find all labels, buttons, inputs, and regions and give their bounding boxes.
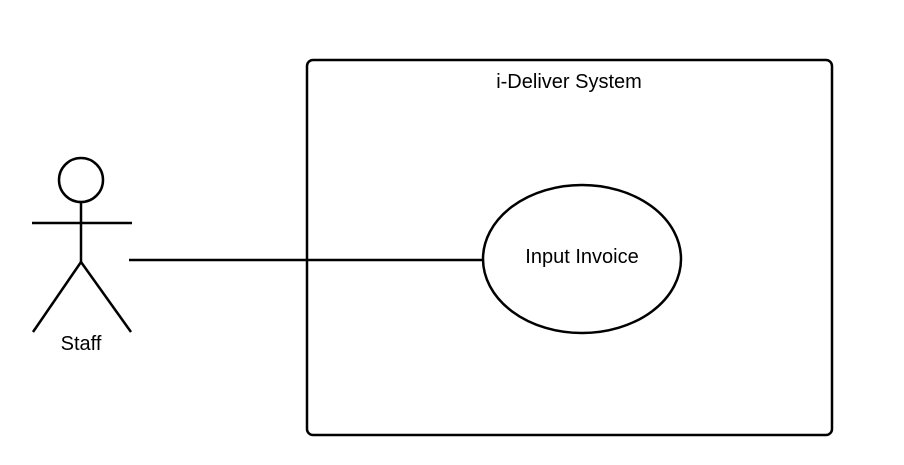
system-title: i-Deliver System (496, 71, 642, 93)
actor-staff (31, 156, 133, 333)
actor-left-leg (31, 261, 83, 333)
use-case-input-invoice (481, 183, 683, 335)
actor-head (57, 156, 105, 204)
actor-label: Staff (61, 333, 102, 355)
actor-right-leg (79, 261, 133, 333)
use-case-label: Input Invoice (525, 246, 638, 268)
system-boundary (305, 58, 834, 437)
